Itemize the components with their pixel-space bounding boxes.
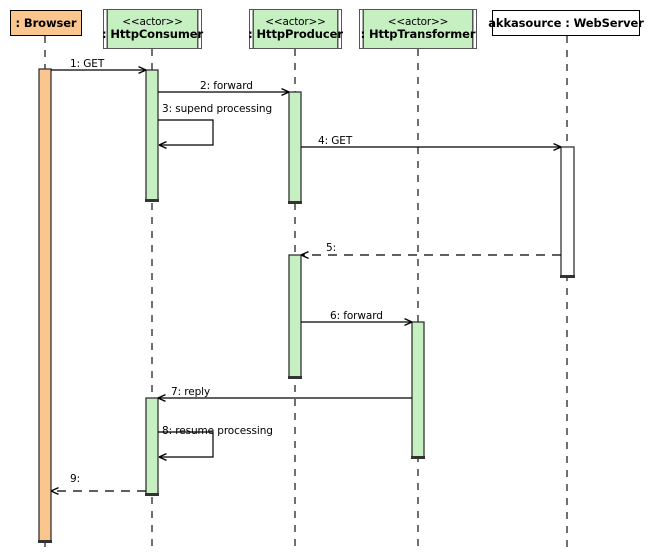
message-6 <box>301 318 413 326</box>
message-label-5: 5: <box>326 242 337 254</box>
participant-box-browser[interactable]: : Browser <box>10 10 82 36</box>
arrow-head-stroke <box>158 453 167 458</box>
messages-layer <box>50 66 562 495</box>
activation-bar-httpproducer <box>288 91 302 203</box>
message-8 <box>158 431 214 461</box>
message-label-6: 6: forward <box>330 310 383 322</box>
activation-bar-httpconsumer <box>145 397 159 495</box>
arrow-head <box>138 66 147 74</box>
arrow-head-stroke <box>158 141 167 146</box>
arrow-head-stroke <box>138 66 147 71</box>
message-label-8: 8: resume processing <box>162 425 273 437</box>
arrow-head-stroke <box>300 254 309 259</box>
arrow-head-stroke <box>281 88 290 93</box>
arrow-head-stroke <box>50 487 59 492</box>
message-4 <box>301 143 562 151</box>
arrow-head <box>50 487 59 495</box>
participant-stereotype: <<actor>> <box>265 15 326 28</box>
message-3 <box>158 119 214 149</box>
participant-stereotype: <<actor>> <box>387 15 449 28</box>
message-label-7: 7: reply <box>171 386 211 398</box>
arrow-head-stroke <box>50 490 59 495</box>
arrow-head <box>157 394 166 402</box>
arrow-head <box>158 453 167 461</box>
participant-name: akkasource : WebServer <box>488 15 644 30</box>
activation-bar-httptransformer <box>411 321 425 458</box>
lifelines-layer <box>44 36 568 550</box>
message-label-2: 2: forward <box>200 80 253 92</box>
participant-box-httptransformer[interactable]: <<actor>>: HttpTransformer <box>359 9 477 49</box>
arrow-head <box>281 88 290 96</box>
activation-bar-webserver <box>560 146 575 277</box>
arrow-head <box>158 141 167 149</box>
message-5 <box>300 251 561 259</box>
message-7 <box>157 394 412 402</box>
arrow-head-stroke <box>404 321 413 326</box>
participant-name: : Browser <box>15 15 77 30</box>
activation-bar-httpconsumer <box>145 69 159 201</box>
arrow-head-stroke <box>157 397 166 402</box>
self-message-path-3 <box>158 119 214 146</box>
arrow-head-stroke <box>553 146 562 151</box>
message-label-3: 3: supend processing <box>162 103 273 115</box>
arrow-head-stroke <box>158 456 167 461</box>
arrow-head-stroke <box>553 143 562 148</box>
message-label-9: 9: <box>70 473 81 485</box>
arrow-head-stroke <box>281 91 290 96</box>
arrow-head-stroke <box>158 144 167 149</box>
activations-layer <box>38 68 575 543</box>
activation-bar-httpproducer <box>288 254 302 378</box>
message-label-1: 1: GET <box>70 58 105 70</box>
message-label-4: 4: GET <box>318 135 353 147</box>
arrow-head <box>300 251 309 259</box>
participant-name: : HttpConsumer <box>101 27 204 42</box>
participant-box-webserver[interactable]: akkasource : WebServer <box>488 10 644 36</box>
arrow-head-stroke <box>300 251 309 256</box>
message-9 <box>50 487 146 495</box>
arrow-head <box>404 318 413 326</box>
participant-stereotype: <<actor>> <box>122 15 183 28</box>
participant-box-httpproducer[interactable]: <<actor>>: HttpProducer <box>248 9 343 49</box>
message-1 <box>51 66 147 74</box>
arrow-head-stroke <box>138 69 147 74</box>
arrow-head-stroke <box>157 394 166 399</box>
self-message-path-8 <box>158 431 214 458</box>
arrow-head-stroke <box>404 318 413 323</box>
arrow-head <box>553 143 562 151</box>
participant-box-httpconsumer[interactable]: <<actor>>: HttpConsumer <box>101 9 204 49</box>
participant-name: : HttpTransformer <box>360 27 476 42</box>
participant-name: : HttpProducer <box>248 27 343 42</box>
message-2 <box>158 88 290 96</box>
activation-bar-browser <box>38 68 52 542</box>
